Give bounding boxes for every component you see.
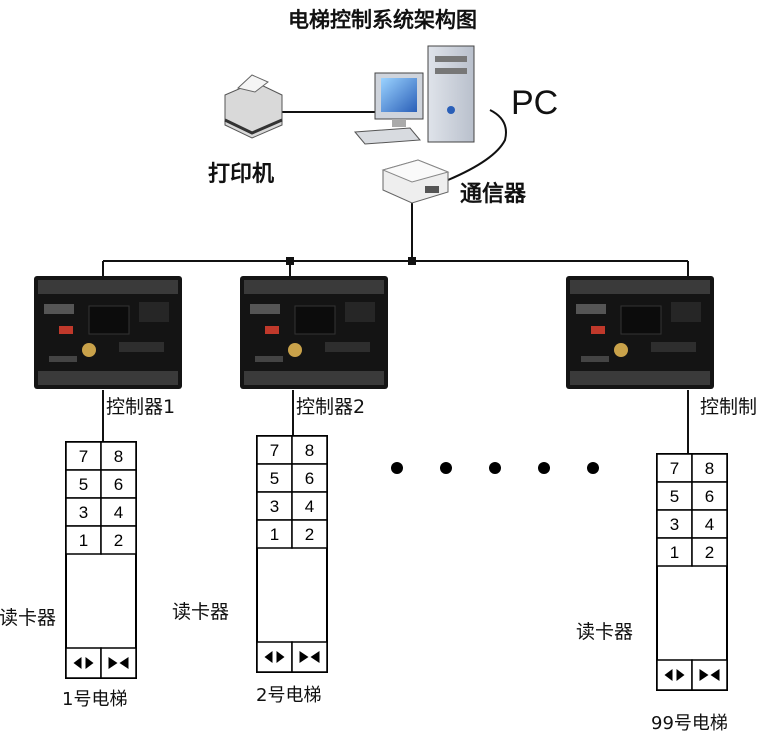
- diagram-title: 电梯控制系统架构图: [288, 8, 477, 32]
- reader-label-1: 读卡器: [0, 607, 56, 629]
- floor-key[interactable]: [100, 469, 137, 499]
- ellipsis-dot: [391, 462, 403, 474]
- close-door-icon: [108, 657, 129, 669]
- floor-key-label: 4: [114, 503, 123, 522]
- floor-key[interactable]: [656, 509, 693, 539]
- floor-key-label: 3: [79, 503, 88, 522]
- pc-comm-line: [447, 109, 507, 181]
- reader-label-2: 读卡器: [172, 601, 230, 623]
- open-door-button[interactable]: [256, 641, 293, 673]
- floor-key-label: 5: [270, 469, 279, 488]
- floor-key[interactable]: [291, 519, 328, 549]
- controller-label-1: 控制器1: [106, 396, 176, 418]
- close-door-icon: [299, 651, 320, 663]
- floor-key-label: 8: [305, 441, 314, 460]
- ellipsis-dot: [440, 462, 452, 474]
- elevator-label-1: 1号电梯: [62, 689, 128, 710]
- floor-key[interactable]: [100, 497, 137, 527]
- floor-key[interactable]: [256, 463, 293, 493]
- floor-key-label: 3: [670, 515, 679, 534]
- floor-key[interactable]: [65, 441, 102, 471]
- floor-key[interactable]: [691, 537, 728, 567]
- open-door-button[interactable]: [65, 647, 102, 679]
- controller-label-2: 控制器2: [296, 396, 366, 418]
- floor-key-label: 6: [305, 469, 314, 488]
- close-door-icon: [699, 669, 720, 681]
- floor-key[interactable]: [100, 525, 137, 555]
- floor-key-label: 7: [670, 459, 679, 478]
- ellipsis-dot: [587, 462, 599, 474]
- open-door-icon: [264, 651, 285, 663]
- card-reader-99: 7 8 5 6 3 4 1 2: [656, 453, 728, 691]
- card-reader-2: 7 8 5 6 3 4 1 2: [256, 435, 328, 673]
- floor-key-label: 8: [114, 447, 123, 466]
- floor-key[interactable]: [65, 469, 102, 499]
- floor-key[interactable]: [691, 453, 728, 483]
- floor-key-label: 6: [705, 487, 714, 506]
- elevator-label-99: 99号电梯: [651, 713, 728, 734]
- controller-board-2: [239, 275, 389, 390]
- controller-board-1: [33, 275, 183, 390]
- floor-key[interactable]: [100, 441, 137, 471]
- controller-board-99: [565, 275, 715, 390]
- floor-key-label: 2: [305, 525, 314, 544]
- close-door-button[interactable]: [100, 647, 137, 679]
- open-door-icon: [73, 657, 94, 669]
- floor-key-label: 1: [270, 525, 279, 544]
- floor-key[interactable]: [691, 509, 728, 539]
- floor-key-label: 7: [79, 447, 88, 466]
- close-door-button[interactable]: [291, 641, 328, 673]
- floor-key[interactable]: [65, 525, 102, 555]
- printer-icon: [224, 74, 283, 139]
- floor-key-label: 2: [705, 543, 714, 562]
- open-door-button[interactable]: [656, 659, 693, 691]
- open-door-icon: [664, 669, 685, 681]
- close-door-button[interactable]: [691, 659, 728, 691]
- floor-key-label: 5: [79, 475, 88, 494]
- floor-key-label: 2: [114, 531, 123, 550]
- floor-key-label: 8: [705, 459, 714, 478]
- communicator-icon: [381, 159, 450, 204]
- floor-key-label: 3: [270, 497, 279, 516]
- ellipsis-dots: [391, 462, 599, 474]
- card-reader-1: 7 8 5 6 3 4 1 2: [65, 441, 137, 679]
- floor-key-label: 4: [305, 497, 314, 516]
- printer-label: 打印机: [208, 162, 275, 187]
- floor-key[interactable]: [691, 481, 728, 511]
- floor-key-label: 5: [670, 487, 679, 506]
- controller-label-99: 控制制: [700, 396, 758, 418]
- floor-key-label: 4: [705, 515, 714, 534]
- comm-label: 通信器: [460, 182, 527, 207]
- ellipsis-dot: [538, 462, 550, 474]
- floor-key-label: 6: [114, 475, 123, 494]
- floor-key-label: 1: [670, 543, 679, 562]
- elevator-label-2: 2号电梯: [256, 685, 322, 706]
- reader-label-99: 读卡器: [576, 621, 634, 643]
- pc-icon: [353, 45, 475, 145]
- floor-key-label: 1: [79, 531, 88, 550]
- ellipsis-dot: [489, 462, 501, 474]
- pc-label: PC: [511, 84, 559, 122]
- floor-key-label: 7: [270, 441, 279, 460]
